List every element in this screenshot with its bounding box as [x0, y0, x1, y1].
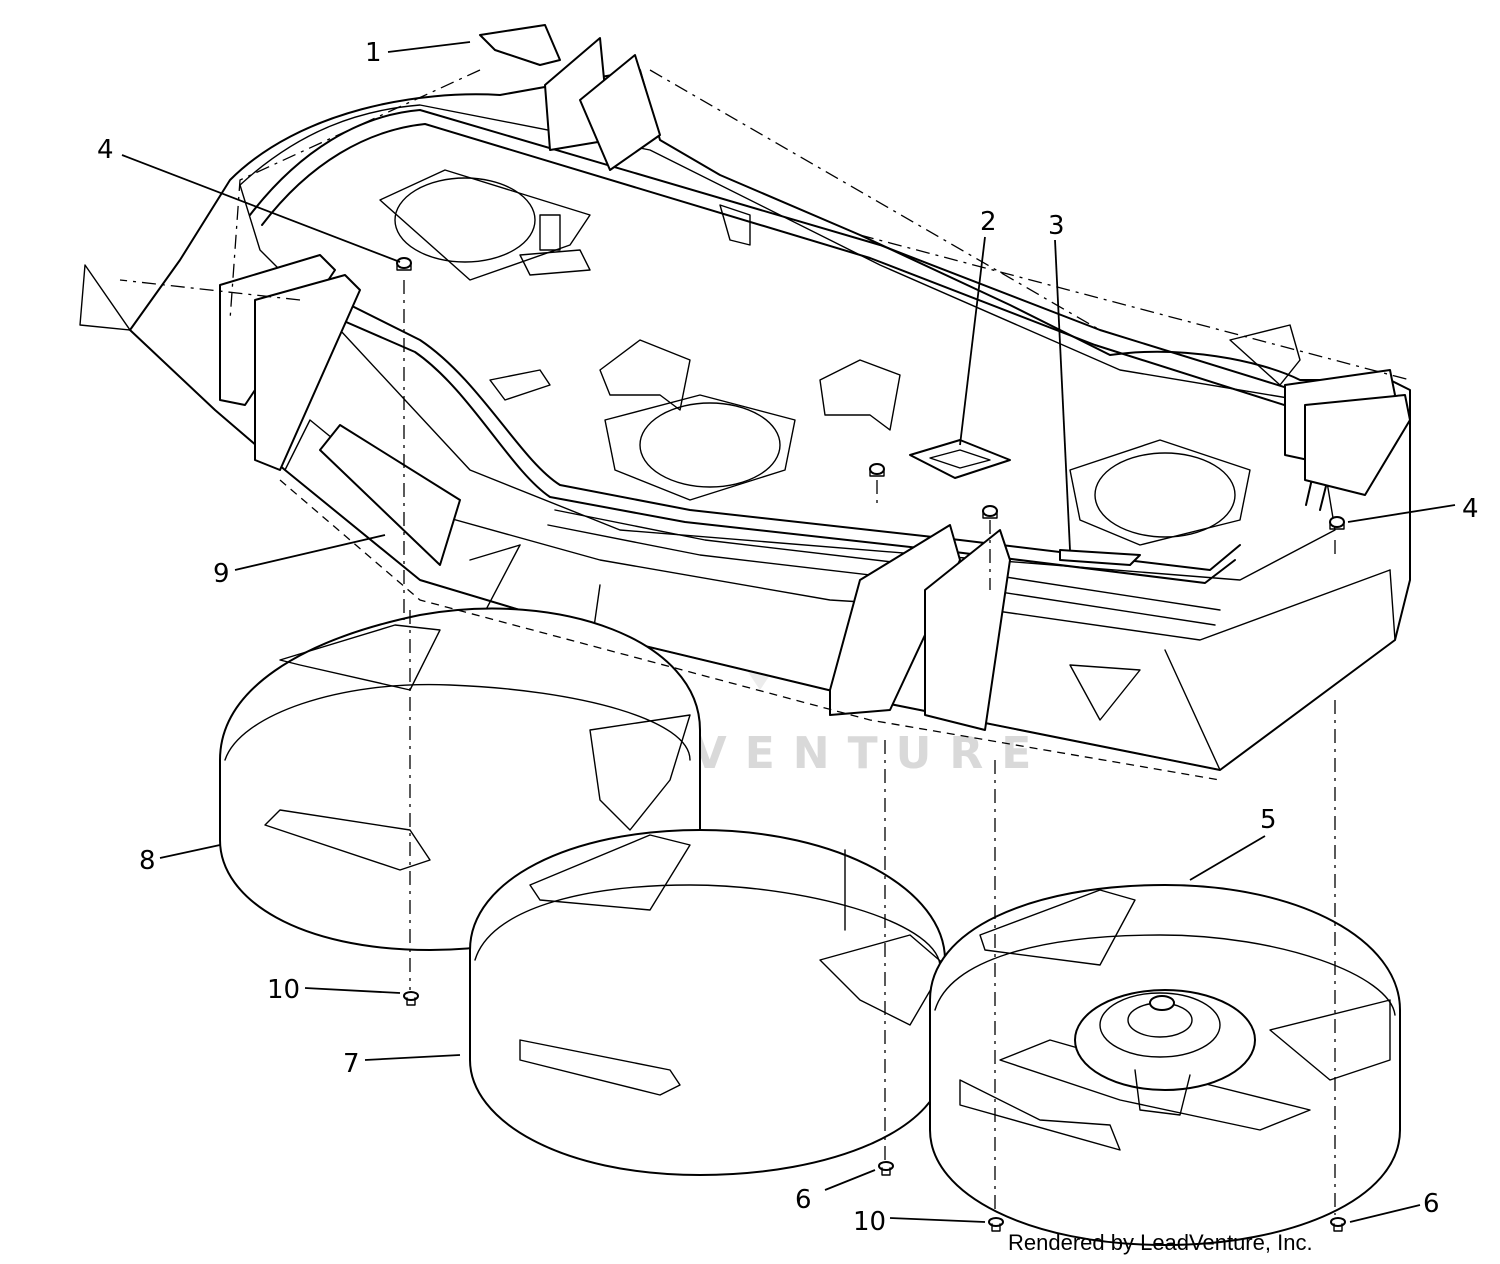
bolt-10-left: [403, 991, 419, 1006]
callout-3: 3: [1048, 211, 1065, 241]
callout-6-right: 6: [1423, 1189, 1440, 1219]
decal-item-3: [1059, 549, 1141, 566]
front-hanger-bracket-1: [829, 524, 961, 716]
callout-10-right: 10: [853, 1207, 886, 1237]
right-hanger-bracket-2: [1304, 394, 1411, 496]
callout-10-left: 10: [267, 975, 300, 1005]
bolt-10-right: [988, 1217, 1004, 1232]
front-hanger-bracket-2: [924, 529, 1011, 731]
assembly-center-lines: [119, 69, 1411, 1215]
render-credit: Rendered by LeadVenture, Inc.: [1008, 1230, 1313, 1255]
spindle-assembly: [1074, 989, 1256, 1091]
hardware: [396, 257, 1346, 1232]
mower-deck: [79, 24, 1411, 771]
left-hanger-bracket-2: [254, 274, 361, 471]
callout-2: 2: [980, 207, 997, 237]
locknut-4-right: [1329, 516, 1345, 530]
locknut-4-left: [396, 257, 412, 271]
spindle-hole-center: [639, 402, 781, 488]
callout-4-right: 4: [1462, 494, 1479, 524]
leader-lines: [121, 41, 1456, 1223]
rear-hanger-bracket-2: [579, 54, 661, 171]
callout-9: 9: [213, 559, 230, 589]
callout-4-left: 4: [97, 135, 114, 165]
decal-item-2: [909, 439, 1011, 479]
bolt-6-center: [878, 1161, 894, 1176]
spindle-hole-left: [394, 177, 536, 263]
bolt-6-right: [1330, 1217, 1346, 1232]
callout-6-center: 6: [795, 1185, 812, 1215]
callout-5: 5: [1260, 805, 1277, 835]
callout-1: 1: [365, 38, 382, 68]
spindle-hole-right: [1094, 452, 1236, 538]
callout-8: 8: [139, 846, 156, 876]
part-item-1: [479, 24, 561, 66]
decal-item-9: [319, 424, 461, 566]
locknut-center-2: [982, 505, 998, 519]
blade-baffle-center: [469, 829, 946, 1176]
locknut-center: [869, 463, 885, 505]
callout-7: 7: [343, 1049, 360, 1079]
blade-baffle-right: [929, 884, 1401, 1246]
